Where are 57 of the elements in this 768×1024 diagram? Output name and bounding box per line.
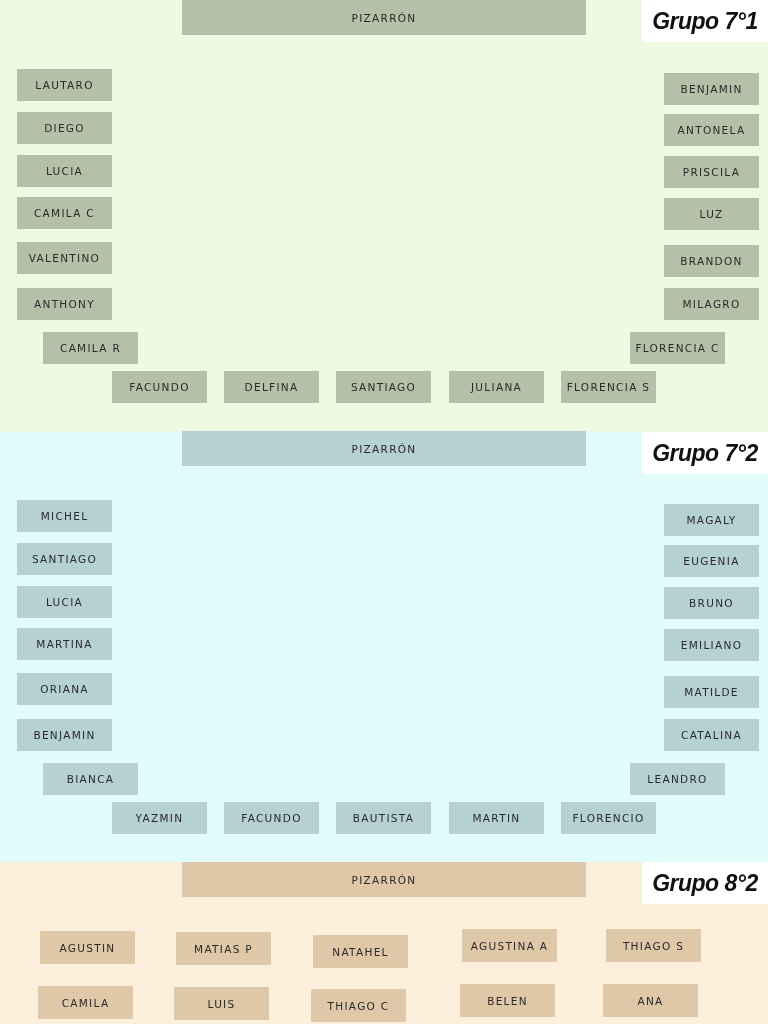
name-card: THIAGO S bbox=[606, 929, 701, 962]
name-card: BAUTISTA bbox=[336, 802, 431, 834]
name-card: MAGALY bbox=[664, 504, 759, 536]
board-label: PIZARRÓN bbox=[182, 431, 586, 466]
board-label: PIZARRÓN bbox=[182, 0, 586, 35]
name-card: BRUNO bbox=[664, 587, 759, 619]
group-panel bbox=[0, 432, 768, 862]
name-card: BELEN bbox=[460, 984, 555, 1017]
name-card: YAZMIN bbox=[112, 802, 207, 834]
name-card: BIANCA bbox=[43, 763, 138, 795]
name-card: AGUSTIN bbox=[40, 931, 135, 964]
name-card: VALENTINO bbox=[17, 242, 112, 274]
board-label: PIZARRÓN bbox=[182, 862, 586, 897]
name-card: ORIANA bbox=[17, 673, 112, 705]
group-title: Grupo 8°2 bbox=[642, 862, 768, 904]
name-card: NATAHEL bbox=[313, 935, 408, 968]
name-card: MATILDE bbox=[664, 676, 759, 708]
name-card: CAMILA C bbox=[17, 197, 112, 229]
name-card: FLORENCIA S bbox=[561, 371, 656, 403]
name-card: ANA bbox=[603, 984, 698, 1017]
name-card: LUIS bbox=[174, 987, 269, 1020]
name-card: MATIAS P bbox=[176, 932, 271, 965]
name-card: FACUNDO bbox=[112, 371, 207, 403]
name-card: LUZ bbox=[664, 198, 759, 230]
name-card: DIEGO bbox=[17, 112, 112, 144]
name-card: LUCIA bbox=[17, 586, 112, 618]
name-card: AGUSTINA A bbox=[462, 929, 557, 962]
name-card: FACUNDO bbox=[224, 802, 319, 834]
group-panel bbox=[0, 0, 768, 432]
name-card: MARTINA bbox=[17, 628, 112, 660]
name-card: BENJAMIN bbox=[664, 73, 759, 105]
name-card: LAUTARO bbox=[17, 69, 112, 101]
name-card: FLORENCIA C bbox=[630, 332, 725, 364]
name-card: PRISCILA bbox=[664, 156, 759, 188]
name-card: JULIANA bbox=[449, 371, 544, 403]
name-card: THIAGO C bbox=[311, 989, 406, 1022]
name-card: CATALINA bbox=[664, 719, 759, 751]
name-card: EUGENIA bbox=[664, 545, 759, 577]
group-title: Grupo 7°2 bbox=[642, 432, 768, 474]
name-card: BRANDON bbox=[664, 245, 759, 277]
name-card: CAMILA R bbox=[43, 332, 138, 364]
name-card: LUCIA bbox=[17, 155, 112, 187]
group-panel bbox=[0, 862, 768, 1024]
name-card: ANTHONY bbox=[17, 288, 112, 320]
name-card: SANTIAGO bbox=[336, 371, 431, 403]
name-card: FLORENCIO bbox=[561, 802, 656, 834]
name-card: MARTIN bbox=[449, 802, 544, 834]
name-card: EMILIANO bbox=[664, 629, 759, 661]
name-card: CAMILA bbox=[38, 986, 133, 1019]
name-card: SANTIAGO bbox=[17, 543, 112, 575]
group-title: Grupo 7°1 bbox=[642, 0, 768, 42]
name-card: ANTONELA bbox=[664, 114, 759, 146]
name-card: MILAGRO bbox=[664, 288, 759, 320]
name-card: DELFINA bbox=[224, 371, 319, 403]
name-card: MICHEL bbox=[17, 500, 112, 532]
name-card: BENJAMIN bbox=[17, 719, 112, 751]
name-card: LEANDRO bbox=[630, 763, 725, 795]
